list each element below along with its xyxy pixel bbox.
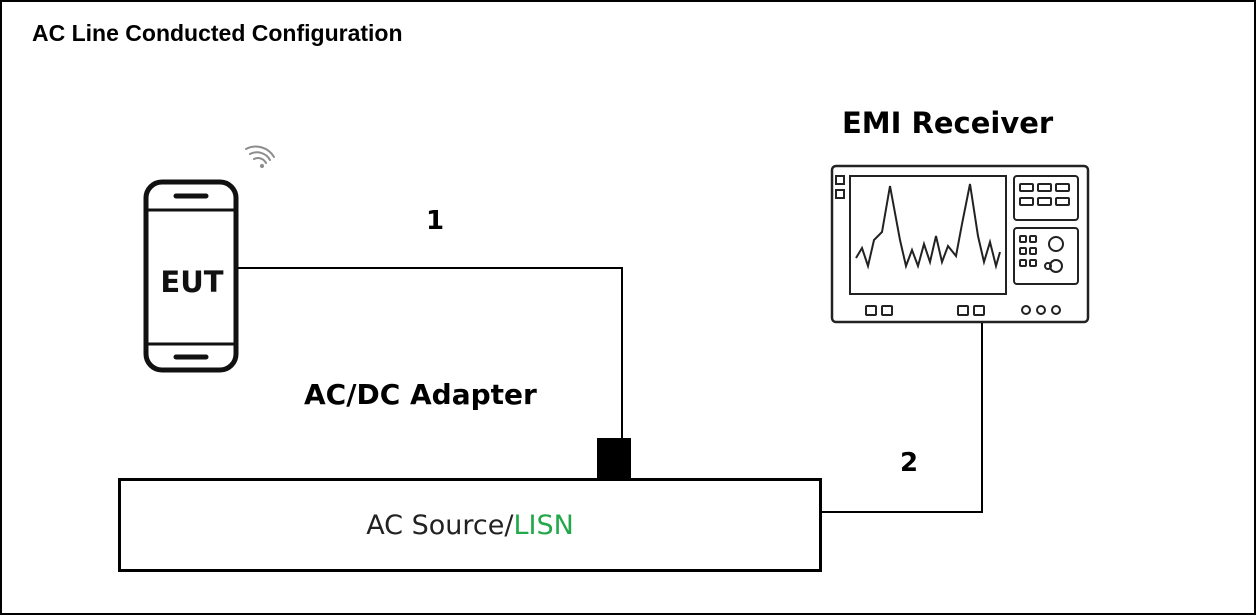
adapter-block	[597, 438, 631, 480]
diagram-title: AC Line Conducted Configuration	[32, 20, 403, 46]
eut-phone-icon: EUT	[143, 179, 239, 373]
adapter-label: AC/DC Adapter	[304, 378, 537, 411]
lisn-label: LISN	[513, 509, 574, 541]
cable-2-label: 2	[900, 448, 919, 478]
ac-source-lisn-box: AC Source/LISN	[118, 478, 822, 572]
cable-1-line	[238, 267, 623, 440]
ac-source-lisn-label: AC Source/LISN	[121, 481, 819, 569]
wireless-signal-icon	[245, 145, 275, 168]
ac-source-label: AC Source/	[366, 509, 514, 541]
connection-lines	[238, 267, 983, 513]
cable-1-label: 1	[426, 206, 445, 236]
eut-label: EUT	[160, 265, 223, 299]
emi-receiver-label: EMI Receiver	[842, 106, 1054, 140]
emi-receiver-icon	[830, 164, 1090, 324]
cable-2-line	[822, 322, 983, 513]
